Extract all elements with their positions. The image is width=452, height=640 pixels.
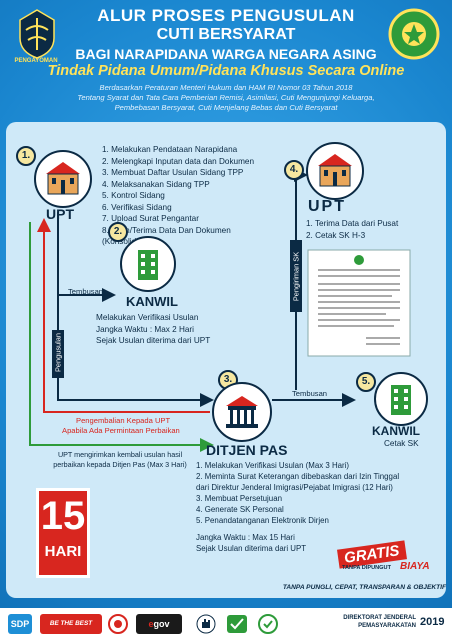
step4-item: 2. Cetak SK H-3 bbox=[306, 230, 366, 240]
return-arrow bbox=[37, 218, 210, 413]
gratis-biaya: BIAYA bbox=[400, 561, 430, 572]
note-line-2: perbaikan kepada Ditjen Pas (Max 3 Hari) bbox=[53, 460, 187, 469]
step1-item: 6. Verifikasi Sidang bbox=[102, 202, 172, 212]
step1-item: 1. Melakukan Pendataan Narapidana bbox=[102, 145, 238, 154]
tembusan-step5-label: Tembusan bbox=[292, 389, 328, 398]
step3-item: 4. Generate SK Personal bbox=[196, 505, 284, 514]
legal-basis-2: Tentang Syarat dan Tata Cara Pemberian R… bbox=[77, 93, 375, 102]
step2-desc-2: Jangka Waktu : Max 2 Hari bbox=[96, 324, 194, 334]
step2-desc: Melakukan Verifikasi Usulan Jangka Waktu… bbox=[96, 312, 276, 347]
hand-icon bbox=[196, 614, 216, 634]
step1-item: (Konsolidasi) bbox=[102, 237, 150, 246]
pengayoman-logo bbox=[19, 9, 55, 59]
footer-year: 2019 bbox=[420, 616, 445, 628]
pemasyarakatan-emblem bbox=[388, 8, 440, 60]
step2-label: KANWIL bbox=[126, 294, 178, 309]
logo-left-label: PENGAYOMAN bbox=[14, 58, 58, 64]
wbk-icon bbox=[227, 615, 247, 633]
title-line-1: ALUR PROSES PENGUSULAN bbox=[97, 6, 355, 25]
egov-e-icon: e bbox=[148, 619, 154, 629]
pengusulan-arrow bbox=[57, 212, 214, 407]
free-stamp: GRATIS TANPA DIPUNGUT BIAYA bbox=[337, 540, 430, 572]
step3-deadline: Jangka Waktu : Max 15 Hari Sejak Usulan … bbox=[196, 532, 376, 554]
institution-seal-icon bbox=[108, 614, 128, 634]
step2-desc-3: Sejak Usulan diterima dari UPT bbox=[96, 336, 211, 345]
title-line-4: Tindak Pidana Umum/Pidana Khusus Secara … bbox=[47, 63, 405, 79]
footer-org-1: DIREKTORAT JENDERAL bbox=[343, 615, 416, 621]
step3-item: 1. Melakukan Verifikasi Usulan (Max 3 Ha… bbox=[196, 461, 350, 470]
kanwil-destination-icon bbox=[374, 372, 428, 426]
gratis-sub: TANPA DIPUNGUT bbox=[342, 565, 391, 571]
legal-basis-3: Pembebasan Bersyarat, Cuti Menjelang Beb… bbox=[114, 103, 338, 112]
duration-unit: HARI bbox=[44, 543, 82, 560]
legal-basis-1: Berdasarkan Peraturan Menteri Hukum dan … bbox=[99, 83, 353, 92]
egov-label: gov bbox=[153, 619, 170, 629]
return-line-2: Apabila Ada Permintaan Perbaikan bbox=[62, 426, 180, 435]
step4-list: 1. Terima Data dari Pusat 2. Cetak SK H-… bbox=[306, 218, 436, 241]
duration-card: 15 HARI bbox=[36, 488, 90, 578]
step1-item: 5. Kontrol Sidang bbox=[102, 191, 165, 200]
step3-deadline-2: Sejak Usulan diterima dari UPT bbox=[196, 544, 307, 553]
egov-logo: egov bbox=[136, 614, 182, 634]
step3-item: 2. Meminta Surat Keterangan dibebaskan d… bbox=[196, 472, 400, 481]
step5-number: 5. bbox=[356, 372, 376, 392]
duration-number: 15 bbox=[40, 494, 86, 538]
upt-destination-icon bbox=[306, 142, 364, 200]
step2-desc-1: Melakukan Verifikasi Usulan bbox=[96, 313, 199, 322]
title-line-3: BAGI NARAPIDANA WARGA NEGARA ASING bbox=[75, 46, 377, 62]
motto: TANPA PUNGLI, CEPAT, TRANSPARAN & OBJEKT… bbox=[282, 584, 446, 591]
step4-item: 1. Terima Data dari Pusat bbox=[306, 219, 399, 228]
certification-badge-icon bbox=[258, 614, 278, 634]
step1-item: 8. Kirim/Terima Data Dan Dokumen bbox=[102, 225, 231, 235]
step3-list: 1. Melakukan Verifikasi Usulan (Max 3 Ha… bbox=[196, 460, 446, 526]
footer-org: DIREKTORAT JENDERAL PEMASYARAKATAN bbox=[336, 614, 416, 630]
step2-number: 2. bbox=[108, 222, 128, 242]
step3-item: 3. Membuat Persetujuan bbox=[196, 494, 282, 503]
resubmit-arrow bbox=[29, 222, 214, 452]
upt-resubmit-note: UPT mengirimkan kembali usulan hasil per… bbox=[40, 450, 200, 470]
return-line-1: Pengembalian Kepada UPT bbox=[76, 416, 171, 425]
tembusan-label: Tembusan bbox=[68, 287, 104, 296]
be-the-best-logo: BE THE BEST bbox=[40, 614, 102, 634]
step3-item: dari Direktur Jenderal Imigrasi/Pejabat … bbox=[196, 483, 393, 492]
step1-item: 4. Melaksanakan Sidang TPP bbox=[102, 179, 210, 189]
pengusulan-label: Pengusulan bbox=[53, 332, 63, 373]
step1-item: 7. Upload Surat Pengantar bbox=[102, 214, 199, 223]
header: PENGAYOMAN ALUR PROSES PENGUSULAN CUTI B… bbox=[0, 0, 452, 120]
step4-number: 4. bbox=[284, 160, 304, 180]
step1-list: 1. Melakukan Pendataan Narapidana 2. Mel… bbox=[102, 144, 302, 248]
step4-label: UPT bbox=[308, 198, 346, 215]
pengusulan-tag bbox=[52, 330, 64, 378]
step1-number: 1. bbox=[16, 146, 36, 166]
step3-deadline-1: Jangka Waktu : Max 15 Hari bbox=[196, 533, 295, 542]
footer-org-2: PEMASYARAKATAN bbox=[358, 623, 416, 629]
upt-building-icon bbox=[34, 150, 92, 208]
step3-label: DITJEN PAS bbox=[206, 442, 288, 458]
title-line-2: CUTI BERSYARAT bbox=[156, 26, 296, 43]
ditjen-building-icon bbox=[212, 382, 272, 442]
step5-label: KANWIL bbox=[372, 424, 420, 438]
pengiriman-sk-label: Pengiriman SK bbox=[291, 251, 301, 302]
kanwil-building-icon bbox=[120, 236, 176, 292]
step1-label: UPT bbox=[46, 206, 74, 222]
step1-item: 3. Membuat Daftar Usulan Sidang TPP bbox=[102, 168, 244, 177]
step1-item: 2. Melengkapi Inputan data dan Dokumen bbox=[102, 156, 255, 166]
sk-document-image bbox=[307, 249, 411, 357]
step3-item: 5. Penandatanganan Elektronik Dirjen bbox=[196, 516, 329, 525]
pengiriman-sk-tag bbox=[290, 240, 302, 312]
sdp-logo: SDP bbox=[8, 614, 32, 634]
note-line-1: UPT mengirimkan kembali usulan hasil bbox=[57, 450, 183, 459]
step5-desc: Cetak SK bbox=[384, 439, 419, 448]
